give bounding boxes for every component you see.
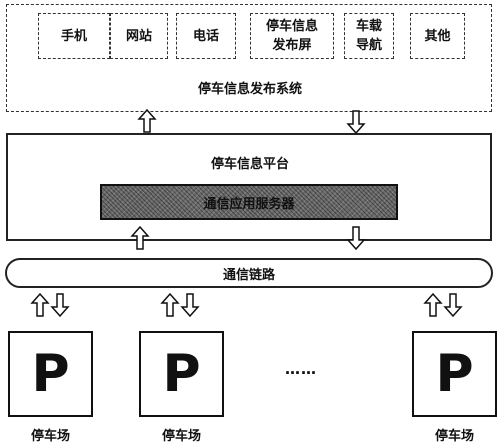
channel-website: 网站 [110, 13, 168, 59]
channel-other: 其他 [410, 13, 465, 59]
parking-lot-icon-3: P [412, 331, 497, 417]
bidirectional-arrows-lot-3 [424, 293, 462, 317]
down-arrow-system-to-platform [347, 110, 365, 134]
bidirectional-arrows-lot-1 [31, 293, 69, 317]
more-parking-lots-ellipsis: …… [285, 360, 317, 378]
parking-info-platform-box [6, 133, 492, 241]
down-arrow-server-to-link [347, 226, 365, 250]
bidirectional-arrows-lot-2 [161, 293, 199, 317]
publishing-system-box [6, 4, 492, 112]
communication-link: 通信链路 [5, 258, 493, 288]
parking-lot-label-1: 停车场 [30, 429, 70, 444]
up-arrow-link-to-server [131, 226, 149, 250]
channel-phone: 电话 [176, 13, 236, 59]
channel-car-navigation: 车载 导航 [344, 13, 394, 59]
server-label: 通信应用服务器 [203, 196, 295, 212]
up-arrow-platform-to-system [138, 109, 156, 133]
channel-display-screen: 停车信息 发布屏 [250, 13, 334, 59]
link-label: 通信链路 [222, 267, 275, 283]
parking-lot-icon-1: P [8, 331, 93, 417]
parking-lot-label-3: 停车场 [434, 429, 474, 444]
communication-app-server: 通信应用服务器 [100, 184, 398, 220]
channel-mobile: 手机 [38, 13, 110, 59]
parking-lot-label-2: 停车场 [161, 429, 201, 444]
publishing-system-title: 停车信息发布系统 [197, 82, 302, 97]
parking-lot-icon-2: P [139, 331, 224, 417]
platform-title: 停车信息平台 [210, 157, 289, 172]
